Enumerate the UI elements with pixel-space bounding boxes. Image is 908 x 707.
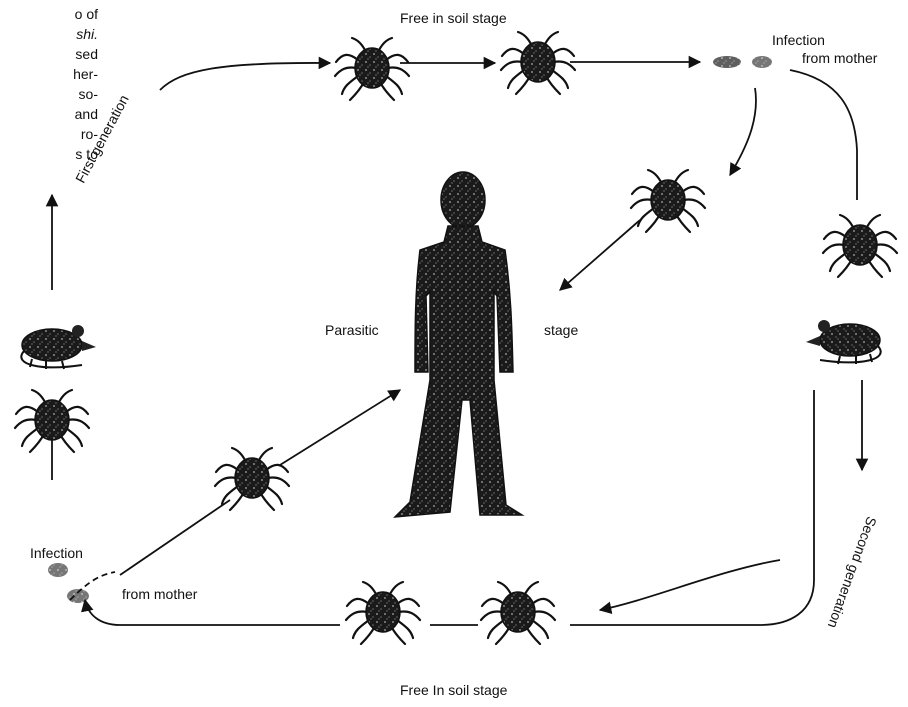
label-from-mother-top: from mother	[802, 50, 877, 66]
mite-right	[823, 215, 897, 277]
mite-descending	[631, 170, 705, 232]
mite-bottom-1	[346, 582, 420, 644]
mite-top-2	[501, 32, 575, 94]
arrow-to-human-top	[560, 220, 640, 290]
arrow-infection-down	[730, 88, 756, 175]
eggs-bottom	[48, 563, 89, 603]
mite-bottom-2	[481, 582, 555, 644]
arrow-bottom-left	[85, 600, 340, 625]
label-stage: stage	[544, 322, 578, 338]
line-to-mite-bottom	[120, 500, 230, 575]
arrow-bottom-right	[570, 390, 814, 625]
mouse-right	[806, 320, 881, 364]
arrow-right-curve	[790, 70, 857, 200]
label-from-mother-bottom: from mother	[122, 586, 197, 602]
label-free-in-soil-top: Free in soil stage	[400, 10, 507, 26]
label-free-in-soil-bottom: Free In soil stage	[400, 682, 507, 698]
mite-top-1	[335, 38, 409, 100]
human-figure	[395, 172, 522, 517]
label-parasitic: Parasitic	[325, 322, 379, 338]
arrow-top-left	[160, 63, 330, 90]
eggs-top	[713, 56, 772, 68]
mouse-left	[21, 325, 96, 369]
label-infection-bottom: Infection	[30, 545, 83, 561]
arrow-to-human-bottom	[280, 390, 400, 465]
arrow-into-bottom	[600, 560, 780, 610]
mite-ascending	[215, 448, 289, 510]
label-infection-top: Infection	[772, 32, 825, 48]
